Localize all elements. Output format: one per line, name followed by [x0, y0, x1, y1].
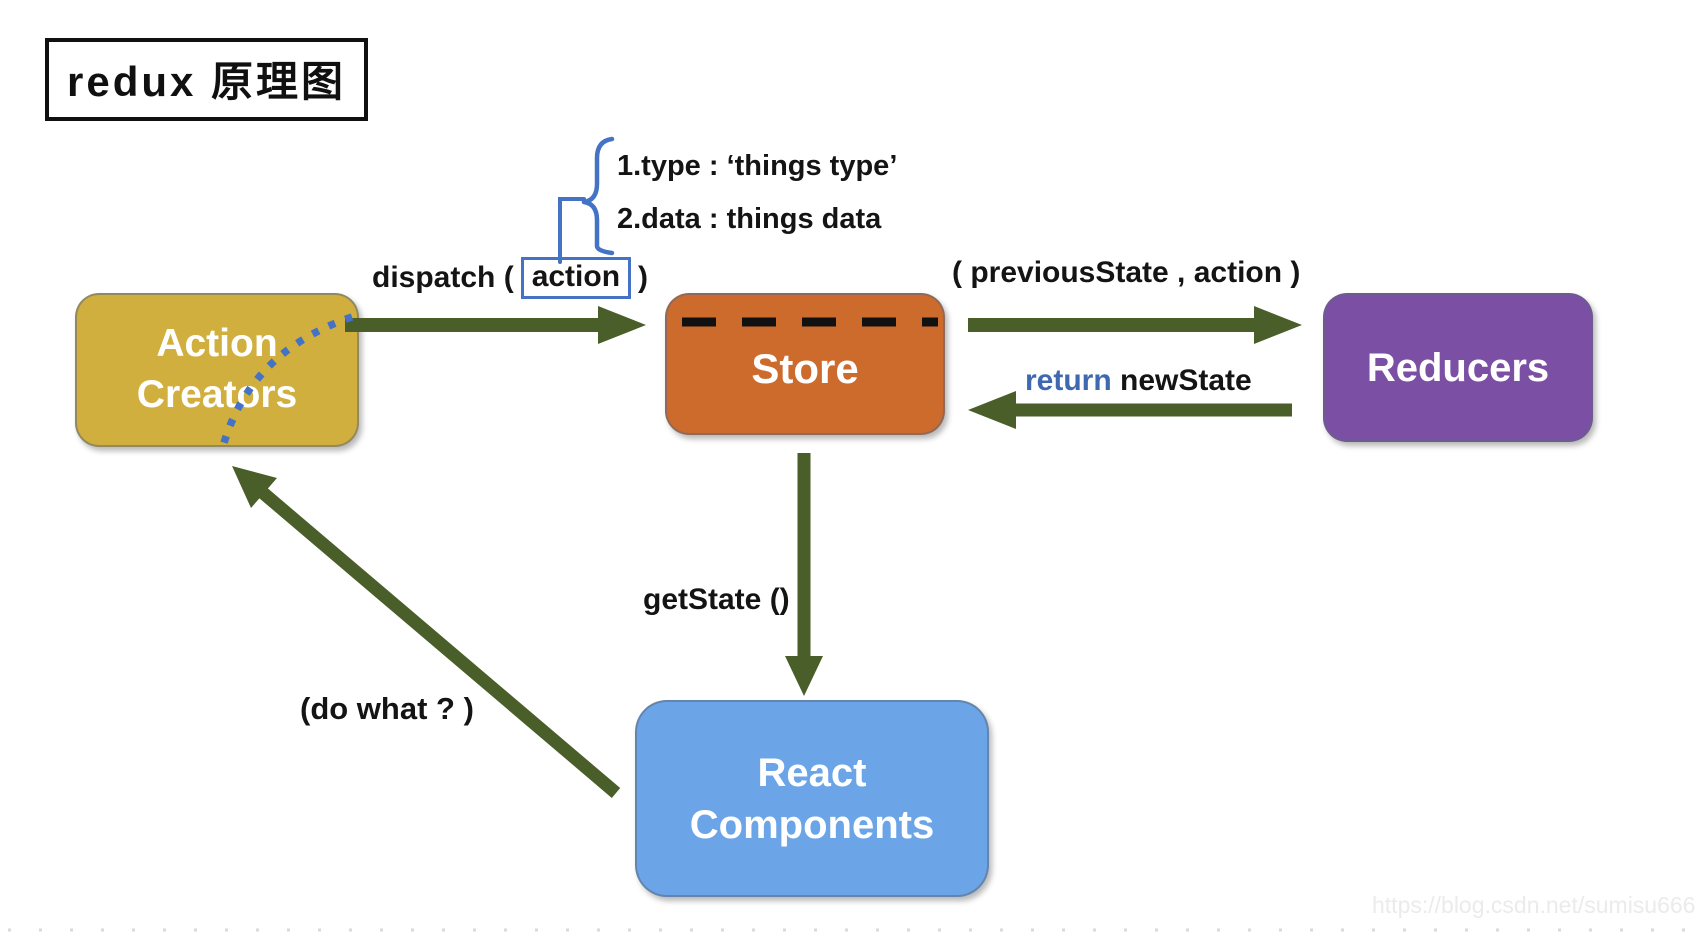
getstate-label: getState ()	[643, 583, 790, 616]
annotation-type-line: 1.type : ‘things type’	[617, 150, 898, 182]
dispatch-prefix: dispatch (	[372, 261, 514, 294]
arrow-previous-state	[968, 306, 1302, 344]
return-keyword: return	[1025, 364, 1112, 397]
return-newstate-label: return newState	[1025, 364, 1252, 398]
do-what-label: (do what ? )	[300, 691, 474, 726]
node-store: Store	[665, 293, 945, 435]
node-store-label: Store	[751, 344, 859, 392]
node-action-creators: Action Creators	[75, 293, 359, 447]
annotation-data-line: 2.data : things data	[617, 203, 882, 235]
node-react-components: React Components	[635, 700, 989, 897]
dispatch-label: dispatch ( action )	[372, 257, 648, 299]
action-dotted-curve	[218, 313, 354, 451]
action-brace-connector	[558, 197, 586, 264]
node-reducers: Reducers	[1323, 293, 1593, 442]
action-chip: action	[520, 257, 632, 299]
diagram-title-box: redux 原理图	[45, 38, 369, 121]
dispatch-suffix: )	[638, 261, 649, 294]
node-react-components-label: React Components	[689, 750, 935, 847]
arrow-dispatch	[345, 306, 646, 344]
arrow-getstate	[785, 453, 823, 696]
arrow-return-newstate	[968, 391, 1292, 429]
previous-state-label: ( previousState , action )	[952, 256, 1301, 289]
diagram-title: redux 原理图	[67, 58, 347, 105]
return-value: newState	[1111, 364, 1252, 397]
watermark-url: https://blog.csdn.net/sumisu666	[1372, 892, 1696, 918]
arrow-do-what	[232, 466, 621, 798]
node-reducers-label: Reducers	[1366, 345, 1550, 390]
annotation-brace	[581, 136, 615, 256]
node-action-creators-label: Action Creators	[136, 322, 298, 416]
